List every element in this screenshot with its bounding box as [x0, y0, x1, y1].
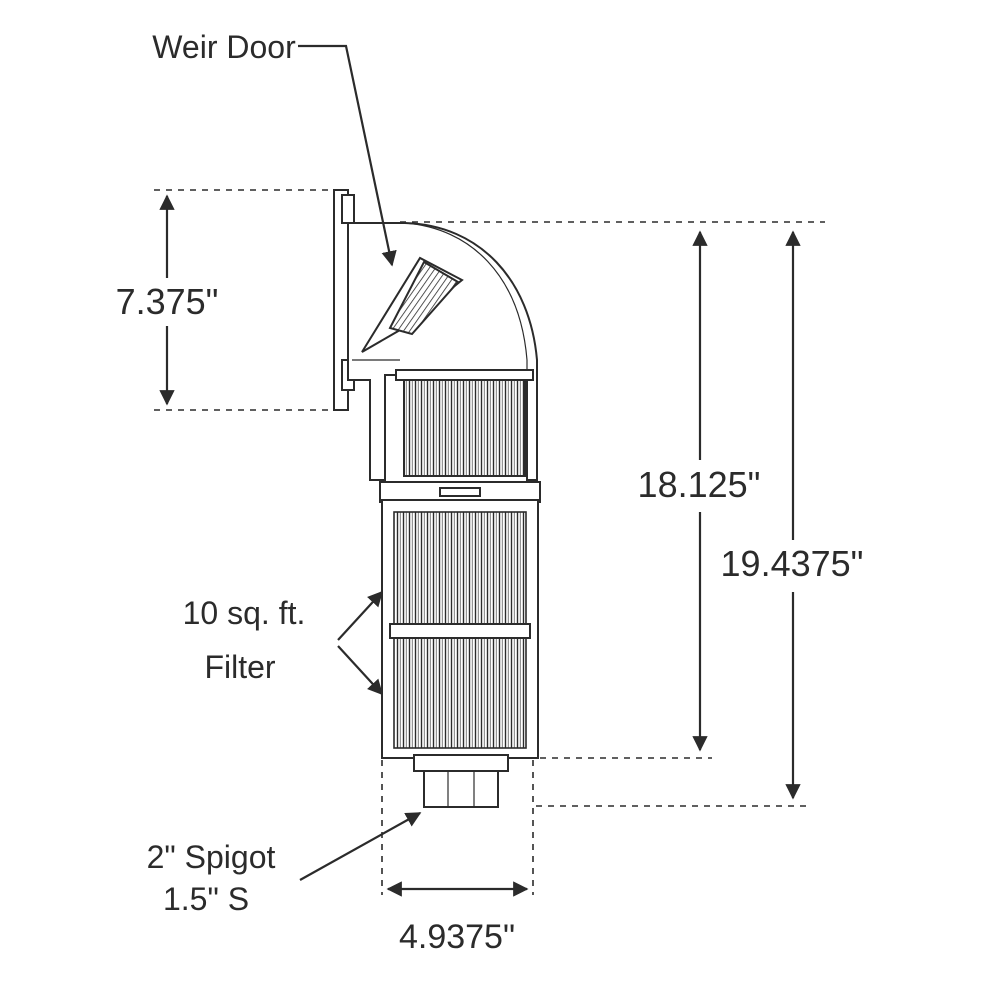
skimmer-body: [333, 189, 541, 808]
filter-label-line1: 10 sq. ft.: [183, 595, 306, 631]
weir-door-label: Weir Door: [152, 29, 296, 65]
dimension-extension-lines: [154, 189, 825, 895]
filter-pleats-lower: [393, 637, 527, 749]
weir-height-label: 7.375": [116, 281, 219, 322]
body-height-label: 18.125": [638, 464, 761, 505]
collar-lock: [439, 487, 481, 497]
skimmer-basket: [403, 371, 526, 477]
width-label: 4.9375": [399, 918, 515, 956]
spigot: [423, 770, 499, 808]
weir-door-leader: [298, 44, 397, 267]
spigot-label-line1: 2" Spigot: [147, 839, 276, 875]
spigot-leader: [299, 812, 422, 881]
leader-arrows: [298, 44, 422, 881]
flange-tab-top: [341, 194, 355, 224]
filter-label-line2: Filter: [204, 649, 275, 685]
filter-pleats-upper: [393, 511, 527, 625]
filter-band: [389, 623, 531, 639]
filter-leader-upper: [337, 590, 384, 641]
weir-housing: [347, 222, 538, 481]
basket-rim: [395, 369, 534, 381]
spigot-label-line2: 1.5" S: [163, 881, 249, 917]
weir-door-mesh: [388, 260, 460, 336]
spigot-collar: [413, 754, 509, 772]
total-height-label: 19.4375": [721, 543, 864, 584]
filter-leader-lower: [337, 645, 384, 696]
